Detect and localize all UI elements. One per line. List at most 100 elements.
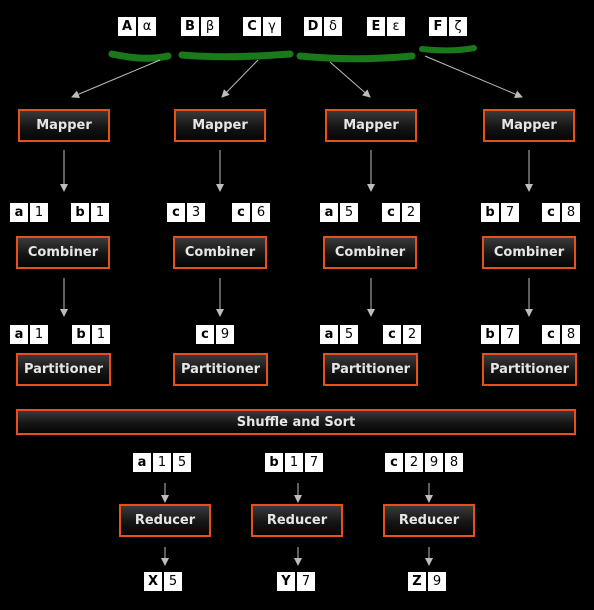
pair-key: b (71, 324, 91, 345)
pair-key: a (319, 324, 339, 345)
pair-key: Z (407, 571, 427, 592)
reducer-input-group: b 1 7 (264, 452, 324, 473)
pair-value: 5 (172, 452, 192, 473)
pair-value: 9 (427, 571, 447, 592)
mapper-box: Mapper (18, 109, 110, 142)
combiner-label: Combiner (27, 245, 99, 260)
pair-key: a (319, 202, 339, 223)
pair-key: c (166, 202, 186, 223)
pair-value: γ (262, 16, 282, 37)
pair-value: 1 (29, 324, 49, 345)
input-pair: C γ (242, 16, 282, 37)
pair-key: a (9, 324, 29, 345)
combiner-label: Combiner (334, 245, 406, 260)
pair-value: 8 (561, 324, 581, 345)
reducer-input-group: a 1 5 (132, 452, 192, 473)
shuffle-sort-label: Shuffle and Sort (236, 414, 356, 430)
pair-key: D (303, 16, 323, 37)
partitioner-label: Partitioner (330, 362, 411, 377)
shuffle-sort-bar: Shuffle and Sort (16, 409, 576, 435)
pair-value: 8 (561, 202, 581, 223)
pair-value: β (200, 16, 220, 37)
pair-value: ε (386, 16, 406, 37)
input-pair: E ε (366, 16, 406, 37)
pair-value: ζ (448, 16, 468, 37)
pair-value: δ (323, 16, 343, 37)
partitioner-box: Partitioner (16, 353, 111, 386)
reducer-box: Reducer (251, 504, 343, 537)
reducer-label: Reducer (266, 513, 328, 528)
combiner-label: Combiner (493, 245, 565, 260)
pair-value: 7 (296, 571, 316, 592)
pair-value: 7 (500, 324, 520, 345)
mapper-box: Mapper (174, 109, 266, 142)
highlight-stroke (178, 50, 294, 61)
pair-value: 3 (186, 202, 206, 223)
pair-value: 5 (339, 202, 359, 223)
pair-key: X (143, 571, 163, 592)
pair-key: b (264, 452, 284, 473)
partitioner-label: Partitioner (489, 362, 570, 377)
reducer-label: Reducer (134, 513, 196, 528)
mapper-label: Mapper (343, 118, 399, 133)
pair-value: 8 (444, 452, 464, 473)
partitioner-box: Partitioner (323, 353, 418, 386)
highlight-stroke (419, 45, 477, 54)
mapper-label: Mapper (36, 118, 92, 133)
pair-key: a (9, 202, 29, 223)
input-pair: F ζ (428, 16, 468, 37)
pair-key: c (381, 202, 401, 223)
pair-key: b (480, 202, 500, 223)
mapper-box: Mapper (483, 109, 575, 142)
pair-key: c (195, 324, 215, 345)
mapper-box: Mapper (325, 109, 417, 142)
partitioner-box: Partitioner (482, 353, 577, 386)
pair-value: 1 (91, 324, 111, 345)
pair-key: c (231, 202, 251, 223)
pair-key: F (428, 16, 448, 37)
input-pair: D δ (303, 16, 343, 37)
input-pair: B β (180, 16, 220, 37)
mapper-label: Mapper (501, 118, 557, 133)
pair-value: 1 (90, 202, 110, 223)
combiner-box: Combiner (16, 236, 110, 269)
pair-value: 2 (404, 452, 424, 473)
pair-key: c (541, 324, 561, 345)
pair-key: c (382, 324, 402, 345)
pair-value: 1 (29, 202, 49, 223)
reducer-input-group: c 2 9 8 (384, 452, 464, 473)
partitioner-label: Partitioner (23, 362, 104, 377)
pair-value: 1 (152, 452, 172, 473)
pair-value: 2 (401, 202, 421, 223)
pair-value: 9 (215, 324, 235, 345)
partitioner-box: Partitioner (173, 353, 268, 386)
combiner-box: Combiner (482, 236, 576, 269)
pair-key: E (366, 16, 386, 37)
pair-value: 1 (284, 452, 304, 473)
combiner-box: Combiner (323, 236, 417, 269)
pair-value: 5 (339, 324, 359, 345)
pair-key: B (180, 16, 200, 37)
pair-key: Y (276, 571, 296, 592)
mapper-label: Mapper (192, 118, 248, 133)
pair-key: a (132, 452, 152, 473)
combiner-box: Combiner (173, 236, 267, 269)
reducer-label: Reducer (398, 513, 460, 528)
